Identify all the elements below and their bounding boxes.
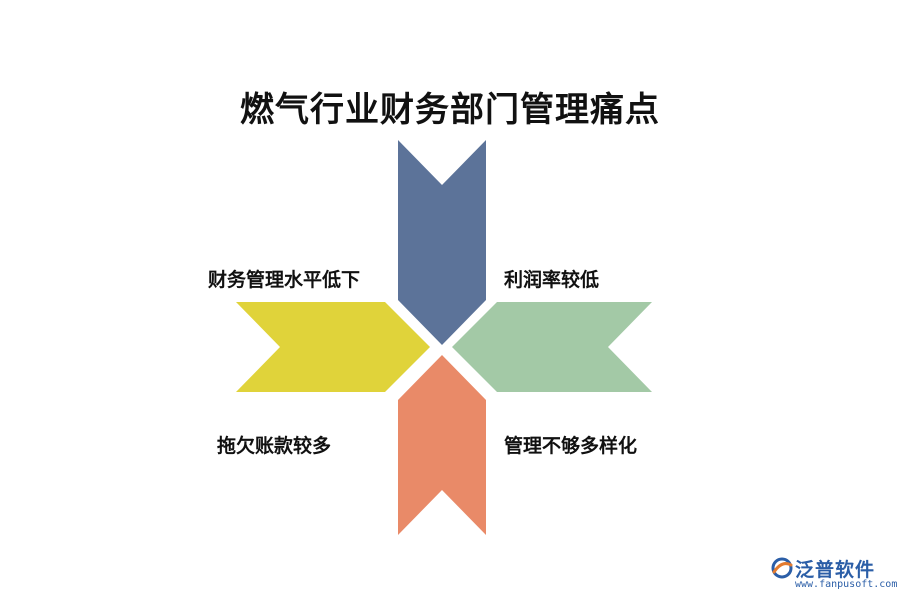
label-low-profit-margin: 利润率较低: [504, 269, 600, 291]
label-overdue-accounts: 拖欠账款较多: [217, 435, 332, 457]
label-financial-management-level: 财务管理水平低下: [208, 269, 361, 291]
logo-icon: [771, 557, 793, 579]
logo-ring: [771, 557, 793, 579]
chevron-left: [236, 302, 430, 392]
logo-swoosh: [772, 562, 793, 574]
chevron-right: [452, 302, 652, 392]
label-management-diversity: 管理不够多样化: [504, 435, 638, 457]
brand-logo: 泛普软件 www.fanpusoft.com: [770, 554, 898, 594]
logo-brand-text: 泛普软件: [795, 559, 876, 581]
chevron-top: [398, 140, 486, 345]
diagram-title: 燃气行业财务部门管理痛点: [240, 90, 660, 130]
logo-url-text: www.fanpusoft.com: [795, 579, 898, 590]
chevron-bottom: [398, 355, 486, 535]
